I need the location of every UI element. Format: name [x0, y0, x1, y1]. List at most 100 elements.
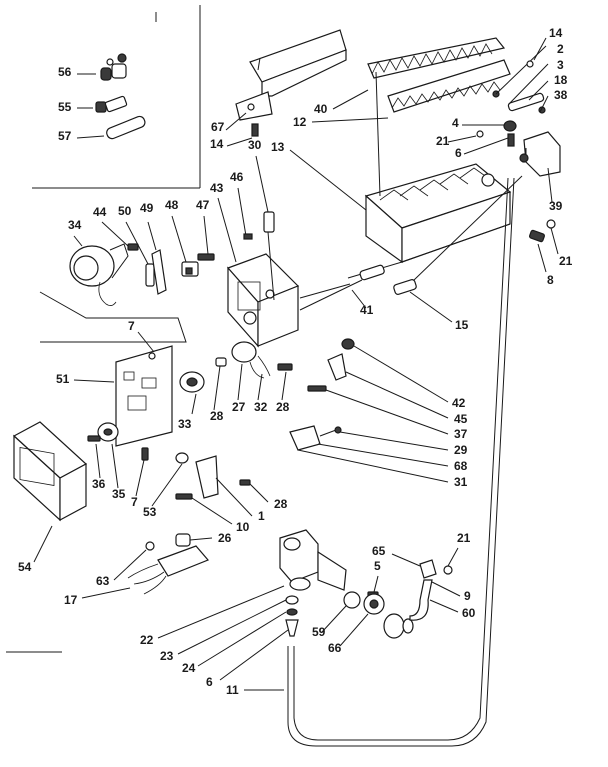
callout-label-l3: 3 — [557, 58, 564, 72]
callout-label-l21c: 21 — [457, 531, 471, 545]
part-45-arm — [327, 353, 449, 419]
part-31-clamp — [289, 425, 449, 483]
callout-label-l9: 9 — [464, 589, 471, 603]
part-55-socket — [77, 95, 128, 113]
callout-label-l14b: 14 — [210, 137, 224, 151]
part-60-inlet-tube — [383, 547, 461, 639]
callout-label-l8: 8 — [547, 273, 554, 287]
callout-label-l40: 40 — [314, 102, 328, 116]
callout-label-l60: 60 — [462, 606, 476, 620]
callout-label-l43: 43 — [210, 181, 224, 195]
callout-label-l46: 46 — [230, 170, 244, 184]
callout-label-l41: 41 — [360, 303, 374, 317]
part-67-bracket — [225, 29, 347, 147]
callout-label-l35: 35 — [112, 487, 126, 501]
part-2-crank — [492, 37, 549, 114]
callout-label-l38: 38 — [554, 88, 568, 102]
callout-label-l24: 24 — [182, 661, 196, 675]
part-56-clip — [77, 53, 127, 81]
part-54-cover — [12, 421, 88, 563]
callout-label-l49: 49 — [140, 201, 154, 215]
callout-label-l54: 54 — [18, 560, 32, 574]
part-30-shaft — [255, 155, 275, 301]
callout-label-l68: 68 — [454, 459, 468, 473]
callout-label-l22: 22 — [140, 633, 154, 647]
callout-label-l34: 34 — [68, 218, 82, 232]
callout-label-l15: 15 — [455, 318, 469, 332]
callout-label-l28c: 28 — [274, 497, 288, 511]
callout-label-l31: 31 — [454, 475, 468, 489]
part-12-stripper — [311, 59, 511, 123]
callout-label-l33: 33 — [178, 417, 192, 431]
part-50-clip — [125, 221, 155, 287]
part-8-screw — [529, 219, 559, 273]
callout-label-l59: 59 — [312, 625, 326, 639]
callout-label-l6b: 6 — [206, 675, 213, 689]
callout-label-l13: 13 — [271, 140, 285, 154]
callout-label-l11: 11 — [226, 683, 239, 697]
callout-label-l39: 39 — [549, 199, 563, 213]
part-42-grommet — [341, 338, 449, 403]
part-39-bracket — [519, 131, 561, 203]
callout-label-l5: 5 — [374, 559, 381, 573]
callout-label-l47: 47 — [196, 198, 210, 212]
callout-label-l23: 23 — [160, 649, 174, 663]
part-17-harness — [81, 533, 213, 599]
callout-label-l50: 50 — [118, 204, 132, 218]
part-51-module — [73, 331, 173, 447]
callout-label-l27: 27 — [232, 400, 246, 414]
callout-label-l2: 2 — [557, 42, 564, 56]
part-37-screw — [307, 385, 449, 435]
part-22-water-valve — [157, 529, 379, 681]
callout-label-l57: 57 — [58, 129, 72, 143]
part-48-switch — [171, 215, 199, 277]
part-35-gear — [87, 422, 149, 497]
callout-label-l29: 29 — [454, 443, 468, 457]
callout-label-l65: 65 — [372, 544, 386, 558]
callout-label-l17: 17 — [64, 593, 78, 607]
part-13-ice-mold — [289, 71, 512, 264]
callout-label-l1: 1 — [258, 509, 265, 523]
callout-label-l10: 10 — [236, 520, 250, 534]
part-4-hub — [447, 120, 517, 155]
callout-label-l42: 42 — [452, 396, 466, 410]
callout-label-l30: 30 — [248, 138, 262, 152]
callout-label-l7b: 7 — [131, 495, 138, 509]
part-43-housing — [217, 187, 300, 348]
part-11-water-line — [244, 177, 515, 747]
callout-label-l51: 51 — [56, 372, 70, 386]
part-40-ejector — [332, 37, 506, 110]
inset-frame — [32, 5, 201, 189]
part-34-motor — [39, 235, 187, 343]
callout-label-l63: 63 — [96, 574, 110, 588]
part-66-fitting — [321, 591, 385, 647]
callout-label-l56: 56 — [58, 65, 72, 79]
callout-label-l12: 12 — [293, 115, 307, 129]
callout-label-l7a: 7 — [128, 319, 135, 333]
callout-label-l48: 48 — [165, 198, 179, 212]
callout-label-l37: 37 — [454, 427, 468, 441]
callout-label-l28a: 28 — [210, 409, 224, 423]
callout-label-l55: 55 — [58, 100, 72, 114]
callout-label-l6a: 6 — [455, 146, 462, 160]
callout-label-l21a: 21 — [436, 134, 450, 148]
callout-label-l14a: 14 — [549, 26, 563, 40]
callout-label-l44: 44 — [93, 205, 107, 219]
callout-label-l53: 53 — [143, 505, 157, 519]
part-33-gear — [179, 371, 205, 415]
callout-label-l28b: 28 — [276, 400, 290, 414]
callout-label-l32: 32 — [254, 400, 268, 414]
callout-label-l67: 67 — [211, 120, 225, 134]
part-44-screw — [101, 221, 139, 251]
part-49-lever — [147, 221, 167, 295]
callout-label-l36: 36 — [92, 477, 106, 491]
callout-label-l18: 18 — [554, 73, 568, 87]
callout-label-l21b: 21 — [559, 254, 573, 268]
part-47-screw — [197, 215, 215, 261]
part-27-thermostat — [213, 341, 293, 411]
part-10-switch — [151, 452, 269, 525]
callout-label-l66: 66 — [328, 641, 342, 655]
part-15-fill-tube — [299, 175, 523, 323]
callout-label-l26: 26 — [218, 531, 232, 545]
